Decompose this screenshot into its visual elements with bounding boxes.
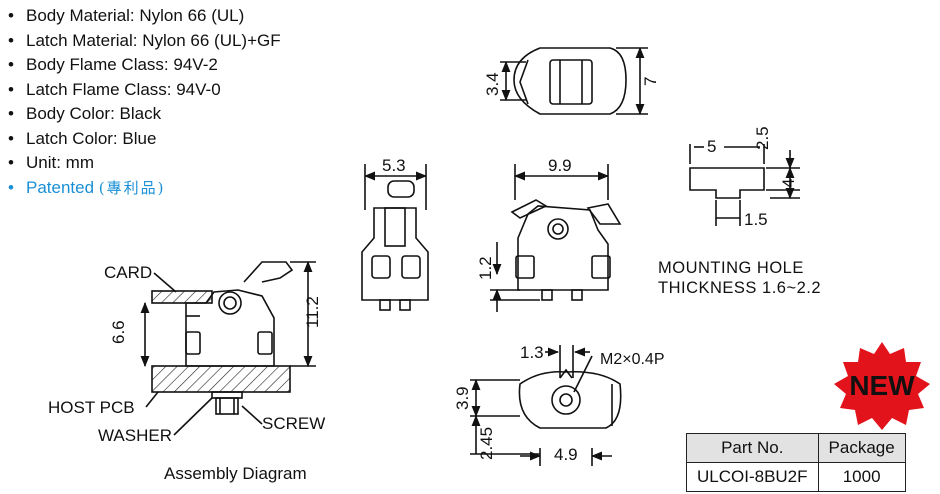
table-header: Part No.	[686, 433, 819, 463]
label-card: CARD	[104, 263, 153, 282]
label-screw: SCREW	[262, 414, 326, 433]
dim-bottom-4: 4.9	[554, 445, 578, 464]
new-badge-icon: NEW	[834, 342, 930, 430]
part-table: Part No. Package ULCOI-8BU2F 1000	[686, 433, 906, 492]
spec-item: •Body Flame Class: 94V-2	[8, 55, 218, 74]
label-washer: WASHER	[98, 426, 172, 445]
dim-assembly-height: 11.2	[303, 296, 322, 328]
dim-top-2: 7	[641, 77, 660, 86]
new-badge-text: NEW	[849, 370, 915, 401]
spec-item: •Latch Flame Class: 94V-0	[8, 79, 221, 99]
dim-bottom-3: 2.45	[477, 427, 496, 460]
dim-side-height: 1.2	[476, 256, 495, 280]
dim-hole-top: 2.5	[753, 126, 772, 150]
mounting-hole-drawing	[689, 144, 800, 226]
dim-side-width: 9.9	[548, 156, 572, 175]
dim-bottom-2: 3.9	[453, 386, 472, 410]
mounting-hole-note: MOUNTING HOLE THICKNESS 1.6~2.2	[658, 258, 821, 298]
mounting-hole-line2: THICKNESS 1.6~2.2	[658, 279, 822, 297]
label-host-pcb: HOST PCB	[48, 398, 135, 417]
table-cell-package: 1000	[817, 462, 906, 492]
front-view	[361, 164, 429, 311]
dim-hole-width: 5	[707, 137, 716, 156]
assembly-caption: Assembly Diagram	[164, 464, 307, 483]
spec-item-patented: •Patented (專利品)	[8, 177, 166, 197]
table-cell-part: ULCOI-8BU2F	[686, 462, 819, 492]
spec-item: •Latch Material: Nylon 66 (UL)+GF	[8, 30, 281, 50]
dim-card-height: 6.6	[109, 320, 128, 344]
top-view	[500, 46, 648, 116]
dim-hole-slot: 1.5	[744, 210, 768, 229]
spec-item: •Body Color: Black	[8, 104, 162, 123]
table-row: ULCOI-8BU2F 1000	[686, 462, 906, 492]
dim-front-width: 5.3	[382, 156, 406, 175]
assembly-diagram	[140, 260, 316, 436]
table-header-row: Part No. Package	[686, 433, 906, 463]
dim-bottom-1: 1.3	[520, 343, 544, 362]
table-header: Package	[817, 433, 906, 463]
dim-hole-height: 4	[779, 179, 798, 188]
spec-list: •Body Material: Nylon 66 (UL) •Latch Mat…	[8, 4, 281, 200]
dim-top-1: 3.4	[483, 72, 502, 96]
side-view	[490, 164, 622, 312]
spec-item: •Body Material: Nylon 66 (UL)	[8, 6, 245, 25]
spec-item: •Latch Color: Blue	[8, 128, 157, 148]
mounting-hole-line1: MOUNTING HOLE	[658, 259, 804, 277]
spec-item: •Unit: mm	[8, 153, 94, 172]
dim-bottom-thread: M2×0.4P	[600, 351, 664, 368]
bottom-view	[470, 345, 622, 466]
